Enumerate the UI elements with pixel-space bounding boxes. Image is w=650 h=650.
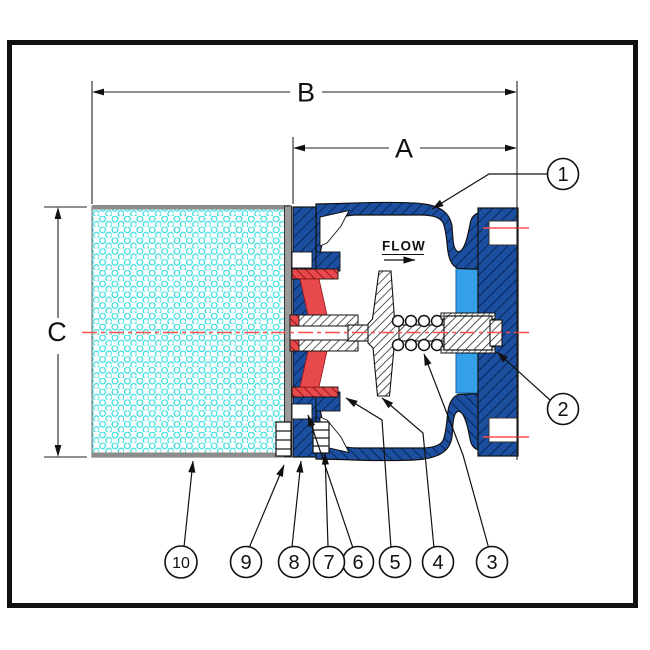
callout-5-number: 5 <box>389 552 400 574</box>
callout-10: 10 <box>164 545 198 579</box>
callout-1: 1 <box>546 157 580 191</box>
dimensions <box>44 81 518 460</box>
callout-balloons: 1 2 3 4 5 6 7 8 <box>164 157 580 579</box>
drawing-border <box>7 40 638 608</box>
leader-2 <box>496 351 551 401</box>
leader-1 <box>431 173 548 210</box>
strainer-bottom-edge <box>92 452 290 457</box>
seat-face-top <box>291 268 339 280</box>
dim-b-arrow-left <box>92 88 104 96</box>
stem-guide-bottom <box>289 339 359 352</box>
strainer-basket <box>91 205 292 458</box>
outlet-bolt-hole-bottom <box>488 417 518 443</box>
callout-7-number: 7 <box>323 552 334 574</box>
dim-b-label: B <box>297 78 315 108</box>
dim-c-arrow-top <box>54 207 62 219</box>
body-top-pocket <box>319 209 350 247</box>
leader-4 <box>381 397 435 549</box>
leader-7 <box>321 452 329 547</box>
dim-a-label: A <box>395 134 413 164</box>
flow-label: FLOW <box>382 239 426 254</box>
bolt-left <box>275 421 292 457</box>
clamp-bolts <box>275 421 330 457</box>
leader-5 <box>345 397 392 549</box>
callout-1-number: 1 <box>557 164 568 186</box>
dim-b-arrow-right <box>505 88 517 96</box>
callout-4: 4 <box>421 545 455 579</box>
dim-c-arrow-bottom <box>54 445 62 457</box>
seat-face-bottom <box>291 386 339 398</box>
callout-5: 5 <box>378 545 412 579</box>
leader-10 <box>183 460 196 548</box>
callout-9-number: 9 <box>240 552 251 574</box>
dim-a-arrow-right <box>505 144 517 152</box>
callout-4-number: 4 <box>432 552 443 574</box>
centerlines <box>82 227 531 438</box>
callout-3: 3 <box>475 545 509 579</box>
callout-10-number: 10 <box>172 555 190 572</box>
callout-6-number: 6 <box>352 552 363 574</box>
dim-a-arrow-left <box>293 144 305 152</box>
callout-7: 7 <box>312 545 346 579</box>
spring <box>391 314 444 352</box>
callout-8-number: 8 <box>288 552 299 574</box>
stem-guide-top <box>289 314 359 327</box>
dim-c-label: C <box>47 317 67 347</box>
callout-2: 2 <box>546 392 580 426</box>
leader-8 <box>291 460 304 548</box>
inlet-flange-groove-top <box>291 251 313 269</box>
strainer-top-edge <box>92 205 290 210</box>
seat-hub-tip-top <box>289 314 300 327</box>
callout-9: 9 <box>229 545 263 579</box>
callout-8: 8 <box>277 545 311 579</box>
callout-6: 6 <box>341 545 375 579</box>
flow-indicator: FLOW <box>382 239 426 264</box>
seat-ledge-top <box>315 251 341 272</box>
callout-3-number: 3 <box>486 552 497 574</box>
callout-leaders <box>183 173 551 550</box>
leader-3 <box>423 353 490 550</box>
leader-6 <box>307 414 354 549</box>
leader-9 <box>248 464 285 549</box>
seat-hub-tip-bottom <box>289 339 300 352</box>
callout-2-number: 2 <box>557 399 568 421</box>
inlet-flange-groove-bottom <box>291 403 313 420</box>
outlet-bolt-hole-top <box>488 220 518 246</box>
